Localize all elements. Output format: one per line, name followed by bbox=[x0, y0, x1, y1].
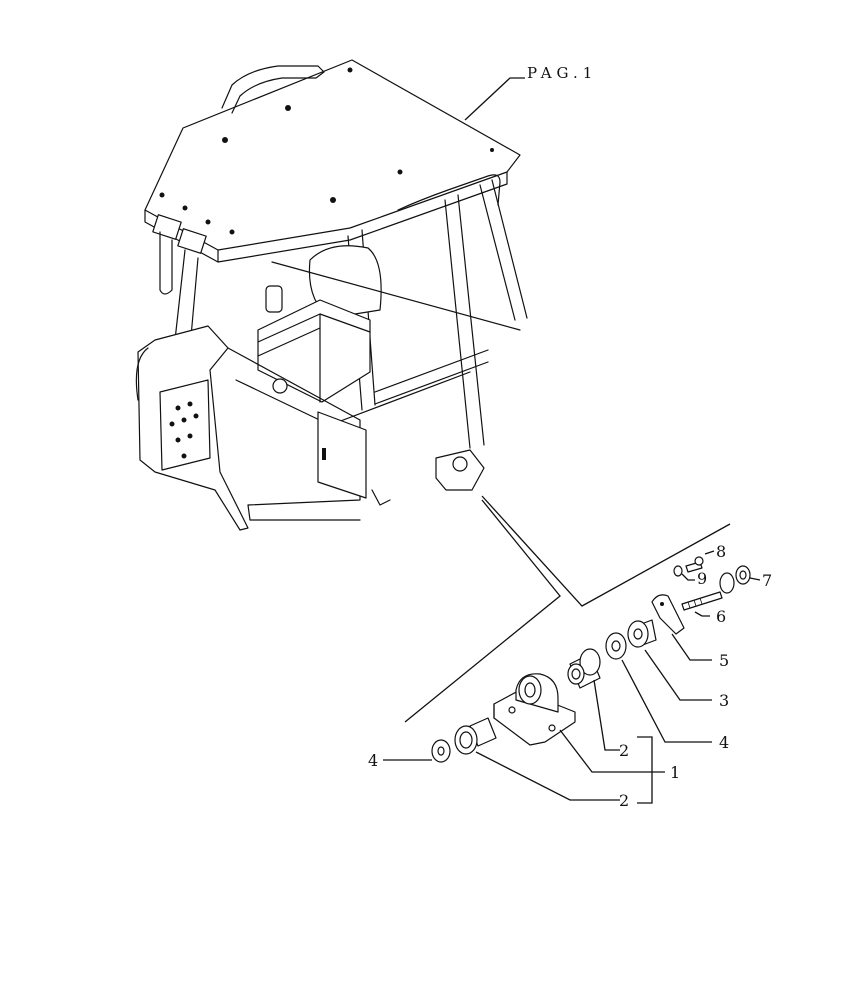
callout-8: 8 bbox=[716, 542, 726, 561]
callout-3: 3 bbox=[719, 691, 729, 710]
part-3-spacer bbox=[627, 619, 657, 648]
reference-label: PAG.1 bbox=[527, 64, 597, 82]
callout-1: 1 bbox=[670, 763, 680, 782]
part-5-lock-plate bbox=[651, 594, 685, 635]
part-1-bracket bbox=[493, 673, 576, 746]
cab-frame bbox=[135, 59, 528, 531]
explode-line-upper bbox=[481, 495, 731, 607]
reference-leader bbox=[464, 77, 525, 121]
callout-leaders bbox=[383, 550, 761, 804]
part-2-bushing-lower bbox=[454, 717, 497, 755]
callout-5: 5 bbox=[719, 651, 729, 670]
callout-9: 9 bbox=[697, 569, 707, 588]
part-2-bushing-upper bbox=[567, 648, 601, 689]
part-4-washer-lower bbox=[431, 739, 451, 763]
callout-4b: 4 bbox=[719, 733, 729, 752]
callout-4a: 4 bbox=[368, 751, 378, 770]
callout-2a: 2 bbox=[619, 741, 629, 760]
part-9-washer bbox=[673, 565, 683, 577]
part-7-nut bbox=[735, 565, 751, 585]
callout-numbers: 8 9 7 6 5 3 4 2 1 2 4 bbox=[368, 542, 772, 810]
part-8-screw bbox=[685, 556, 704, 573]
callout-6: 6 bbox=[716, 607, 726, 626]
part-6-bolt bbox=[681, 572, 735, 611]
part-4-washer-upper bbox=[605, 632, 627, 660]
callout-7: 7 bbox=[762, 571, 772, 590]
explode-line-lower bbox=[404, 499, 561, 723]
callout-2b: 2 bbox=[619, 791, 629, 810]
